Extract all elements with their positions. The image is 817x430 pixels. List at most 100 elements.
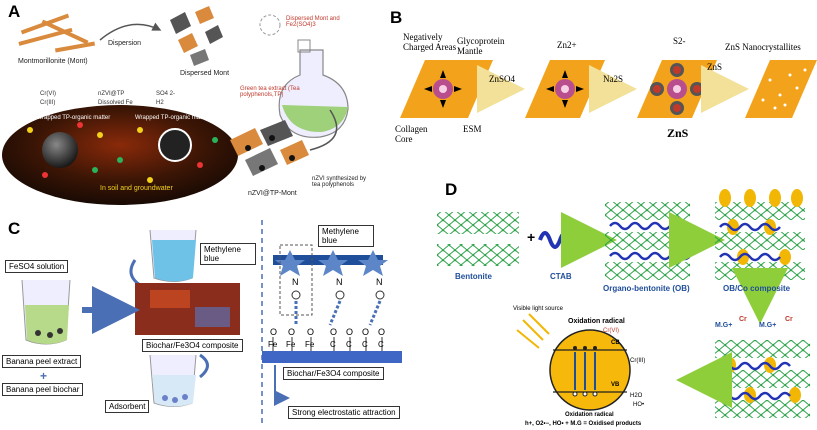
composite-bar bbox=[262, 351, 402, 363]
label-banana-biochar: Banana peel biochar bbox=[6, 385, 80, 394]
composite2-box: Biochar/Fe3O4 composite bbox=[283, 367, 384, 380]
label-nzvi-synth: nZVI synthesized by tea polyphenols bbox=[312, 176, 367, 188]
atom-label: Fe bbox=[305, 340, 315, 349]
esm-sheet-2 bbox=[525, 60, 605, 118]
label-cb: CB bbox=[611, 340, 620, 346]
montmorillonite-sticks bbox=[18, 13, 96, 53]
label-ox-radical2: Oxidation radical bbox=[565, 412, 614, 418]
ctab-coil bbox=[538, 231, 582, 249]
esm-sheet-3 bbox=[637, 60, 717, 118]
panel-a-figure bbox=[2, 6, 349, 205]
label-nano: ZnS Nanocrystallites bbox=[725, 42, 801, 52]
label-criii: Cr(III) bbox=[630, 358, 646, 364]
label-bentonite: Bentonite bbox=[455, 272, 492, 281]
label-visible: Visible light source bbox=[513, 306, 563, 312]
atom-label: Fe bbox=[268, 340, 278, 349]
panel-c-letter: C bbox=[8, 219, 21, 238]
label-adsorbent: Adsorbent bbox=[109, 402, 146, 411]
label-znso4: ZnSO4 bbox=[489, 74, 516, 84]
label-neg-charged: Negatively Charged Areas bbox=[403, 32, 457, 52]
label-ox-radical: Oxidation radical bbox=[568, 318, 625, 325]
feso4-beaker bbox=[21, 279, 71, 345]
adsorbent-box: Adsorbent bbox=[105, 400, 150, 413]
label-hoo: HO• bbox=[633, 402, 645, 408]
svg-text:N: N bbox=[336, 277, 343, 287]
legend-item: nZVI@TP bbox=[98, 91, 125, 97]
panel-d-figure: + bbox=[437, 189, 810, 418]
label-glyco: Glycoprotein Mantle bbox=[457, 36, 505, 56]
atom-label: Fe bbox=[286, 340, 296, 349]
adsorption-lattice bbox=[715, 340, 810, 418]
label-composite: Biochar/Fe3O4 composite bbox=[146, 341, 239, 350]
plus-icon: + bbox=[527, 229, 535, 245]
atom-label: C bbox=[362, 340, 368, 349]
panel-b: B Negatively Charged Areas Glycoprotein … bbox=[385, 0, 817, 175]
label-crvi: Cr(VI) bbox=[603, 328, 619, 334]
banana-extract-box: Banana peel extract bbox=[2, 355, 82, 368]
legend-item: Cr(VI) bbox=[40, 91, 56, 97]
atom-lines bbox=[272, 337, 383, 351]
ion-dots bbox=[27, 122, 218, 183]
panel-b-figure bbox=[400, 60, 817, 118]
label-mont: Montmorillonite (Mont) bbox=[18, 58, 88, 65]
mb-box: Methylene blue bbox=[200, 243, 256, 265]
mg-label: M.G+ bbox=[759, 322, 777, 329]
feso4-box: FeSO4 solution bbox=[5, 260, 69, 273]
svg-text:O: O bbox=[270, 327, 277, 337]
mg-label: M.G+ bbox=[715, 322, 733, 329]
svg-text:N: N bbox=[376, 277, 383, 287]
banana-biochar-box: Banana peel biochar bbox=[2, 383, 84, 396]
label-products: h+, O2•−, HO• + M.G = Oxidised products bbox=[525, 421, 642, 427]
legend-item: H2 bbox=[156, 100, 164, 106]
svg-text:O: O bbox=[362, 327, 369, 337]
unwrapped-particle bbox=[42, 132, 78, 168]
label-banana-extract: Banana peel extract bbox=[6, 357, 78, 366]
bentonite-lattice bbox=[437, 212, 519, 266]
svg-text:O: O bbox=[288, 327, 295, 337]
svg-text:O: O bbox=[330, 327, 337, 337]
panel-d: + bbox=[425, 180, 817, 430]
panel-a: A Montmorillonite (Mont) Dispersion Disp… bbox=[0, 0, 370, 210]
label-h2o: H2O bbox=[630, 393, 643, 399]
mb-stars bbox=[275, 250, 388, 276]
cr-label: Cr bbox=[785, 316, 793, 323]
obco-lattice bbox=[715, 189, 805, 280]
svg-text:O: O bbox=[378, 327, 385, 337]
label-zns-small: ZnS bbox=[707, 62, 723, 72]
legend-item: Cr(III) bbox=[40, 100, 56, 106]
label-green-tea: Green tea extract (Tea polyphenols,TP) bbox=[240, 86, 300, 98]
esm-sheet-1 bbox=[400, 60, 493, 118]
panel-d-letter: D bbox=[445, 180, 458, 199]
svg-text:O: O bbox=[346, 327, 353, 337]
light-rays bbox=[516, 313, 550, 349]
label-vb: VB bbox=[611, 382, 620, 388]
atom-label: C bbox=[378, 340, 384, 349]
label-zn2: Zn2+ bbox=[557, 40, 577, 50]
panel-b-letter: B bbox=[390, 8, 403, 27]
label-obco: OB/Co composite bbox=[723, 284, 791, 293]
label-ob: Organo-bentonite (OB) bbox=[603, 284, 690, 293]
legend-a: Cr(VI) nZVI@TP SO4 2- Cr(III) Dissolved Fe H… bbox=[40, 90, 220, 108]
ob-lattice bbox=[605, 202, 691, 280]
plus-icon: + bbox=[40, 369, 48, 383]
cr-label: Cr bbox=[739, 316, 747, 323]
wrapped-particle bbox=[158, 128, 192, 162]
atom-label: C bbox=[346, 340, 352, 349]
label-feso4: FeSO4 solution bbox=[9, 262, 65, 271]
label-esm: ESM bbox=[463, 124, 482, 134]
label-mb2: Methylene blue bbox=[322, 227, 359, 245]
label-collagen: Collagen Core bbox=[395, 124, 428, 144]
label-dispersed-mont-fe: Dispersed Mont and Fe2(SO4)3 bbox=[286, 16, 340, 28]
composite-box: Biochar/Fe3O4 composite bbox=[142, 339, 243, 352]
label-s2: S2- bbox=[673, 36, 686, 46]
legend-item: SO4 2- bbox=[156, 91, 176, 97]
label-mb: Methylene blue bbox=[204, 245, 241, 263]
label-composite2: Biochar/Fe3O4 composite bbox=[287, 369, 380, 378]
label-zns-big: ZnS bbox=[667, 126, 689, 140]
legend-item: Dissolved Fe bbox=[98, 100, 133, 106]
nzvi-mont-sheets bbox=[230, 120, 309, 176]
nanocrystal-sheet bbox=[745, 60, 817, 118]
